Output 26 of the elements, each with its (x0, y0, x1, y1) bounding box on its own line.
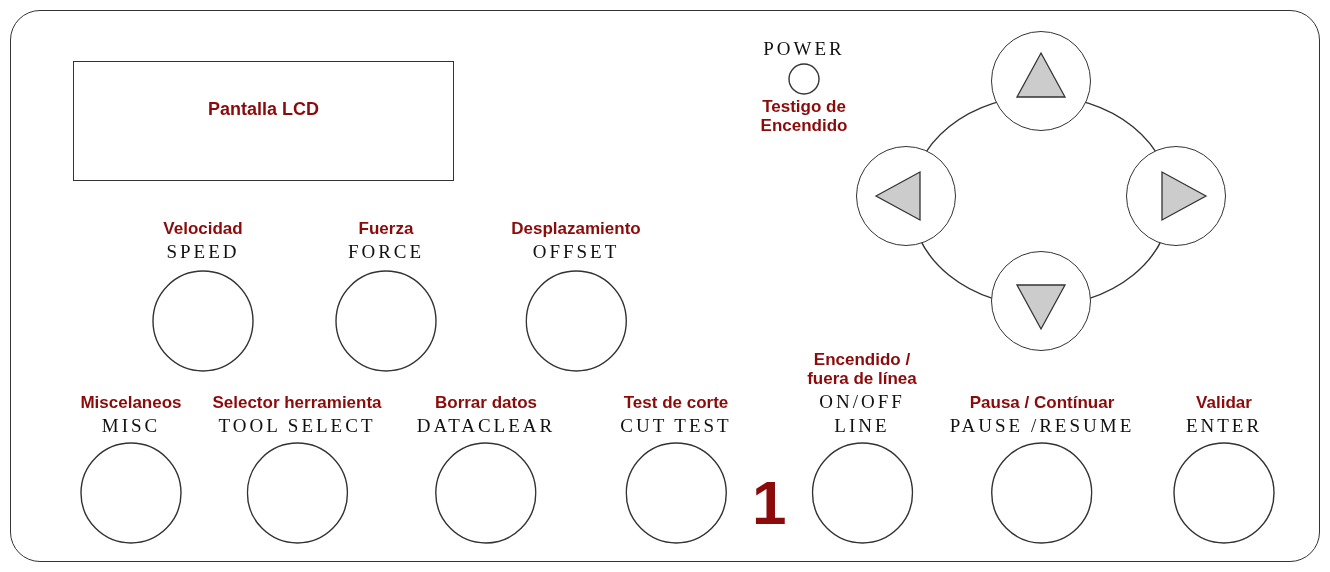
control-panel (10, 10, 1320, 562)
lcd-screen (73, 61, 454, 181)
button-label: TOOL SELECT (218, 414, 376, 438)
screen-label: Pantalla LCD (208, 100, 319, 120)
button-label: PAUSE /RESUME (949, 414, 1135, 438)
button-caption: Selector herramienta (212, 393, 382, 412)
button-caption: Borrar datos (435, 393, 537, 412)
button-label: FORCE (347, 240, 425, 264)
button-label: SPEED (166, 240, 240, 264)
button-caption: Test de corte (623, 393, 729, 412)
callout-number: 1 (752, 468, 787, 538)
button-label: DATACLEAR (416, 414, 556, 438)
indicator-label: POWER (763, 37, 845, 61)
button-caption: Fuerza (358, 219, 414, 238)
button-caption: Desplazamiento (511, 219, 641, 238)
button-label: CUT TEST (620, 414, 732, 438)
indicator-caption: Testigo de Encendido (759, 97, 849, 135)
button-label: OFFSET (532, 240, 620, 264)
button-caption: Encendido / fuera de línea (806, 350, 918, 388)
button-caption: Pausa / Contínuar (969, 393, 1115, 412)
button-label: ENTER (1185, 414, 1263, 438)
button-caption: Validar (1196, 393, 1252, 412)
button-caption: Miscelaneos (80, 393, 182, 412)
button-caption: Velocidad (163, 219, 243, 238)
button-label: MISC (101, 414, 161, 438)
button-label: ON/OFF LINE (818, 390, 906, 438)
